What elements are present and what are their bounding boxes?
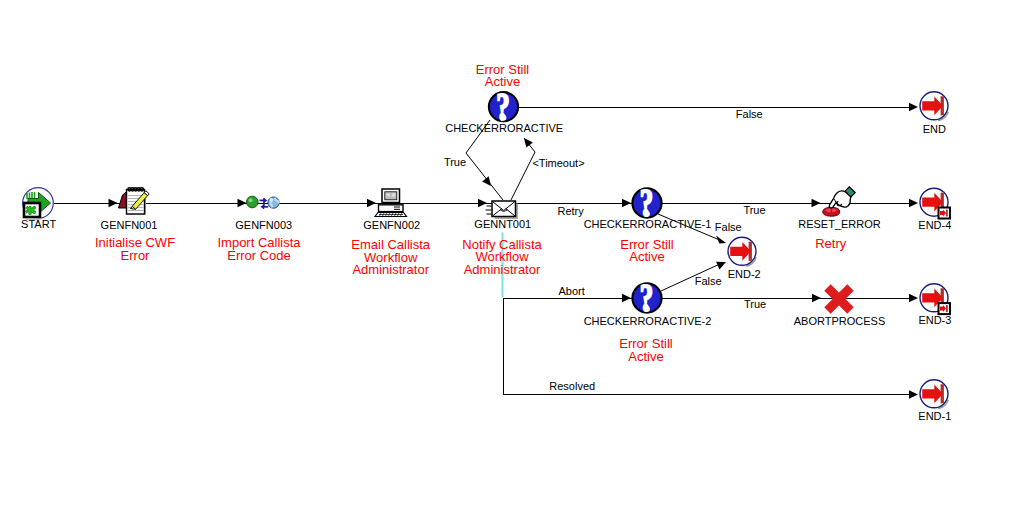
svg-text:?: ?	[640, 277, 653, 320]
